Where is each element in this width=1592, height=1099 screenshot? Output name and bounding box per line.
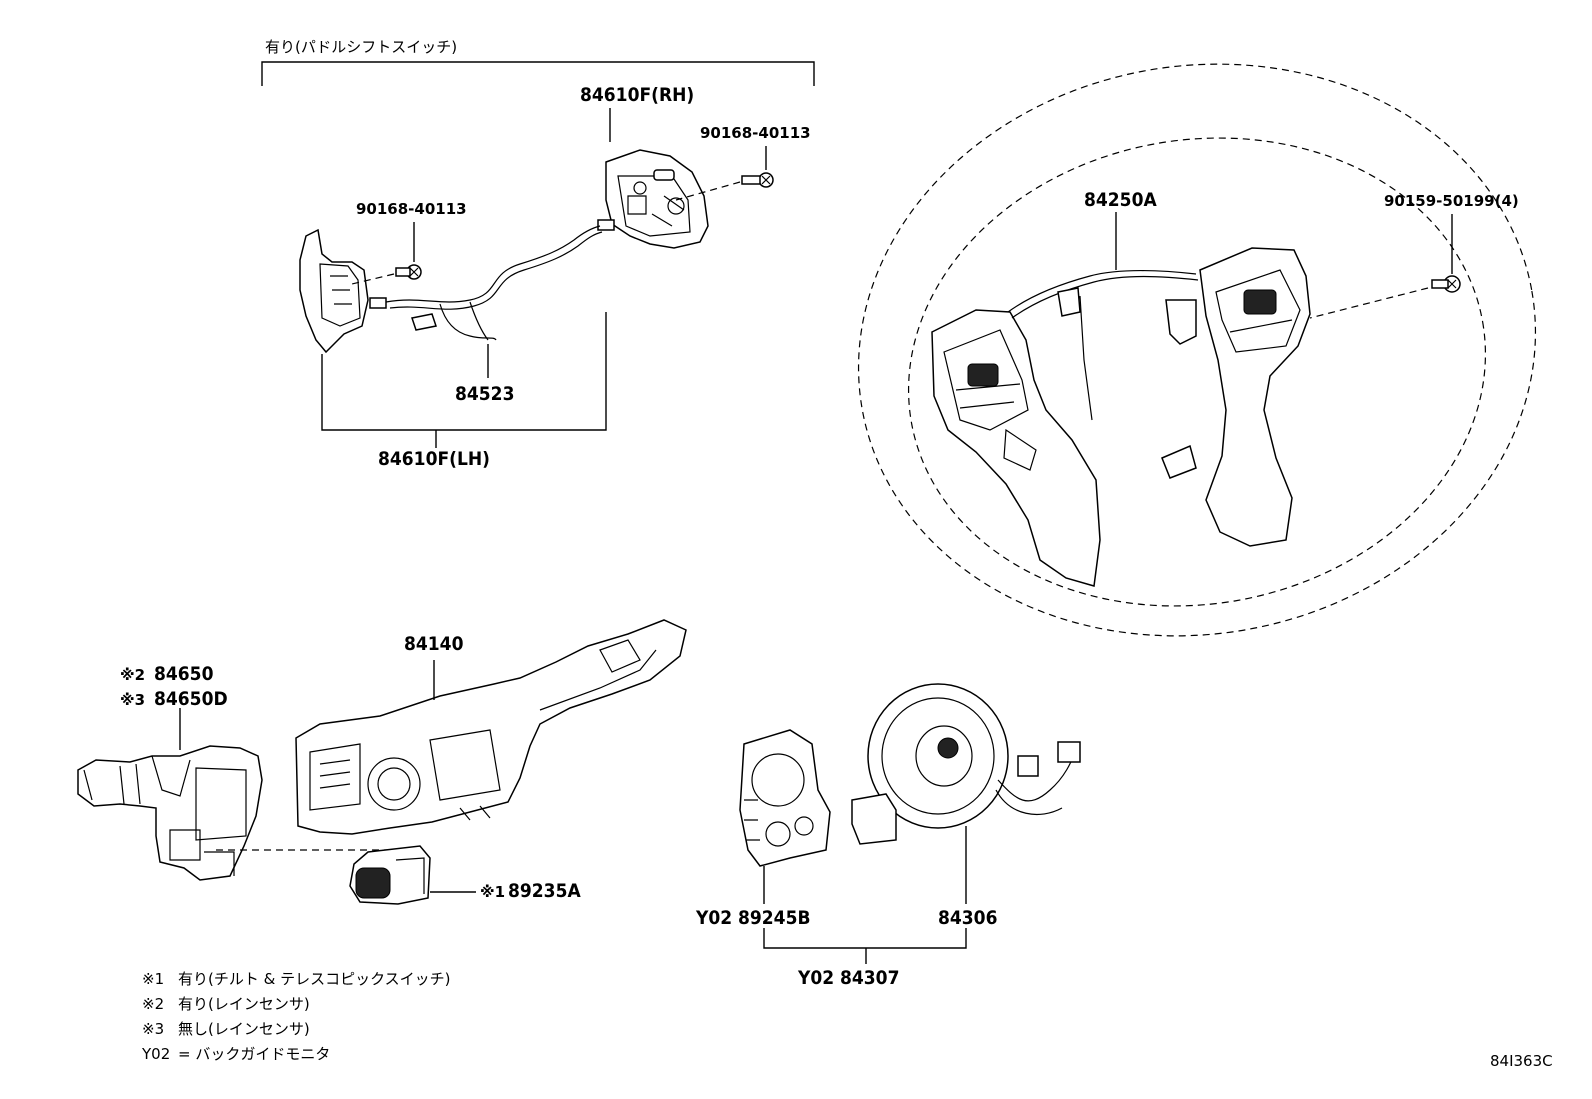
sensor-89245B [739,729,831,867]
label-90168-right: 90168-40113 [700,124,811,142]
paddle-lh-part [299,228,387,354]
note-4-text: = バックガイドモニタ [178,1045,330,1063]
screw-90168-left [395,264,422,280]
note-2-text: 有り(レインセンサ) [178,995,310,1013]
combination-switch-group: 84140 ※2 84650 ※3 84650D ※1 89235A [77,619,687,905]
label-89235A-mark: ※1 [480,883,505,901]
notes-legend: ※1 有り(チルト & テレスコピックスイッチ) ※2 有り(レインセンサ) ※… [141,970,451,1063]
label-84610F-RH: 84610F(RH) [580,84,694,106]
tilt-switch-89235A [349,845,431,905]
paddle-header-label: 有り(パドルシフトスイッチ) [265,38,457,56]
label-84307: 84307 [840,967,899,989]
diagram-code: 84I363C [1490,1052,1553,1070]
label-90168-left: 90168-40113 [356,200,467,218]
note-3-mark: ※3 [142,1020,164,1038]
label-84140: 84140 [404,633,464,655]
note-1-mark: ※1 [142,970,164,988]
note-2-mark: ※2 [142,995,164,1013]
switch-body-84140 [295,619,687,835]
label-84650: 84650 [154,663,214,685]
label-84650D-mark: ※3 [120,691,145,709]
label-84650D: 84650D [154,688,228,710]
label-84306: 84306 [938,907,997,929]
label-84650-mark: ※2 [120,666,145,684]
note-3-text: 無し(レインセンサ) [178,1020,310,1038]
label-84523: 84523 [455,383,514,405]
label-89245B: 89245B [738,907,811,929]
steering-switch-left [931,309,1101,587]
label-84250A: 84250A [1084,189,1157,211]
steering-switch-right [1161,247,1311,547]
note-1-text: 有り(チルト & テレスコピックスイッチ) [178,970,451,988]
wiper-switch-84650 [77,745,263,881]
screw-90159 [1431,275,1461,293]
label-84610F-LH: 84610F(LH) [378,448,490,470]
spiral-cable-84306 [851,683,1081,845]
label-84307-prefix: Y02 [797,967,834,989]
note-4-mark: Y02 [141,1045,170,1063]
label-89235A: 89235A [508,880,581,902]
screw-90168-right [741,172,774,188]
paddle-rh-part [597,149,709,249]
wire-harness-84523 [385,225,603,341]
steering-wheel-group: 84250A 90159-50199(4) [857,63,1537,637]
label-90159: 90159-50199(4) [1384,192,1519,210]
spiral-cable-group: Y02 89245B 84306 Y02 84307 [695,683,1081,989]
label-89245B-prefix: Y02 [695,907,732,929]
paddle-shift-group: 有り(パドルシフトスイッチ) 84610F(RH) 90168-40113 [261,38,815,470]
